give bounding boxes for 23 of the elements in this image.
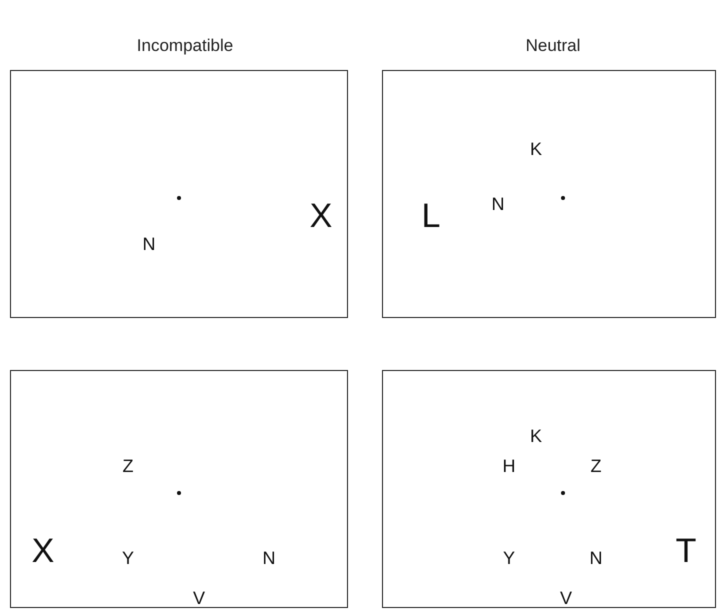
target-letter: X bbox=[310, 199, 332, 233]
distractor-letter: Y bbox=[122, 549, 134, 567]
distractor-letter: Y bbox=[503, 549, 515, 567]
stimulus-panel bbox=[10, 370, 348, 608]
distractor-letter: N bbox=[590, 549, 602, 567]
distractor-letter: H bbox=[502, 457, 516, 475]
stimulus-panel bbox=[382, 70, 716, 318]
target-letter: T bbox=[676, 534, 696, 568]
stimulus-panel bbox=[382, 370, 716, 608]
stimulus-panel bbox=[10, 70, 348, 318]
distractor-letter: V bbox=[560, 589, 572, 607]
column-heading: Neutral bbox=[526, 36, 580, 56]
distractor-letter: Z bbox=[590, 457, 602, 475]
distractor-letter: Z bbox=[122, 457, 134, 475]
distractor-letter: N bbox=[142, 235, 156, 253]
distractor-letter: N bbox=[262, 549, 276, 567]
column-heading: Incompatible bbox=[136, 36, 234, 56]
distractor-letter: V bbox=[193, 589, 205, 607]
distractor-letter: K bbox=[530, 427, 542, 445]
target-letter: L bbox=[422, 199, 440, 233]
target-letter: X bbox=[32, 534, 54, 568]
distractor-letter: N bbox=[492, 195, 504, 213]
distractor-letter: K bbox=[530, 140, 542, 158]
